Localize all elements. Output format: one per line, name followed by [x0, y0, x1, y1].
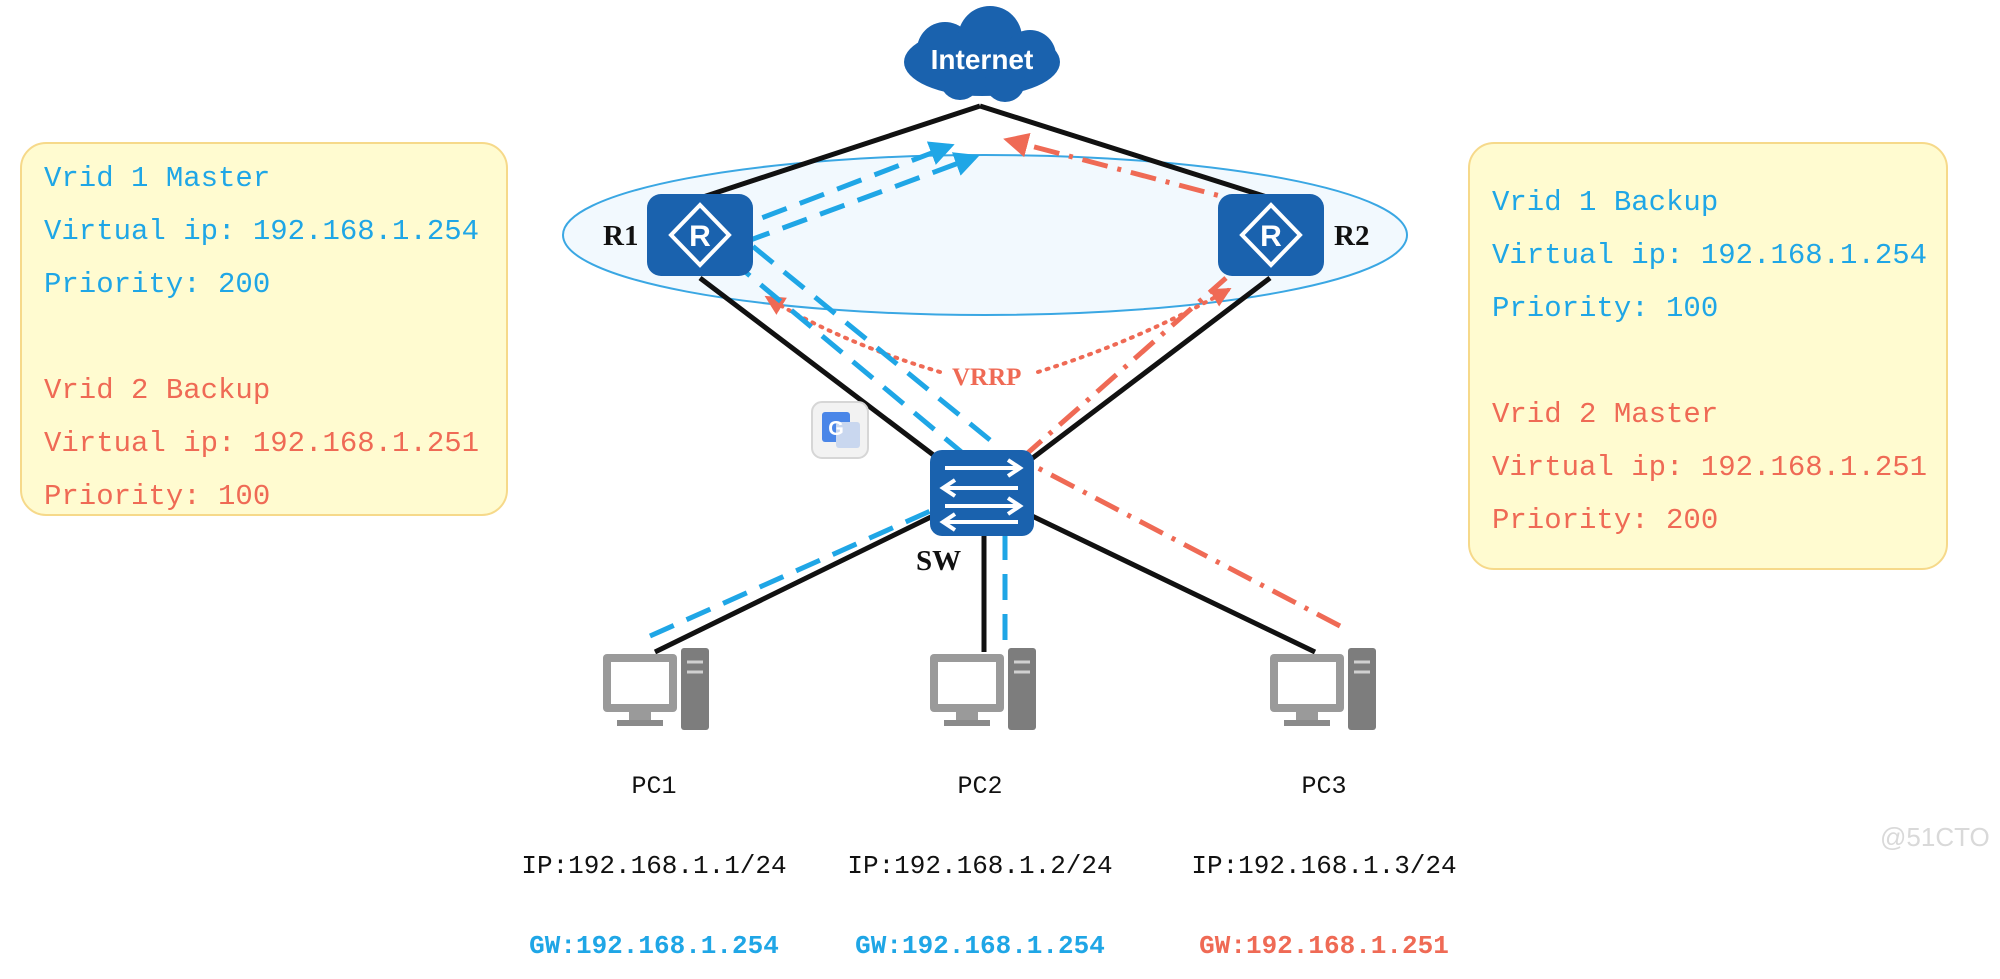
- pc2-icon: [930, 648, 1036, 730]
- link-r1-internet: [699, 103, 981, 201]
- pc1-info: PC1 IP:192.168.1.1/24 GW:192.168.1.254: [484, 736, 824, 979]
- spacer: [44, 311, 506, 364]
- link-r1-sw: [698, 276, 942, 462]
- pc3-gateway: GW:192.168.1.251: [1199, 931, 1449, 961]
- pc3-icon: [1270, 648, 1376, 730]
- r2-vrid2-role: Vrid 2 Master: [1492, 398, 1719, 431]
- vrrp-advertisement: [764, 288, 1232, 374]
- r1-vrid2-virtual-ip: Virtual ip: 192.168.1.251: [44, 427, 480, 460]
- watermark: @51CTO: [1880, 822, 1990, 852]
- link-sw-pc1: [653, 512, 937, 655]
- pc2-gateway: GW:192.168.1.254: [855, 931, 1105, 961]
- r2-vrid1-virtual-ip: Virtual ip: 192.168.1.254: [1492, 239, 1928, 272]
- pc2-name: PC2: [957, 772, 1003, 801]
- r1-vrid2-priority: Priority: 100: [44, 480, 271, 513]
- router-r2-label: R2: [1334, 220, 1370, 252]
- link-r2-internet: [979, 103, 1271, 201]
- r1-vrid2-role: Vrid 2 Backup: [44, 374, 271, 407]
- translate-widget-icon[interactable]: G: [811, 401, 869, 459]
- vrid2-path-pc3-sw: [1036, 465, 1342, 629]
- vrrp-group-ellipse: [562, 154, 1408, 316]
- svg-text:R: R: [689, 220, 711, 253]
- router-r1-label: R1: [603, 220, 639, 252]
- switch-label: SW: [916, 545, 962, 577]
- pc1-ip: IP:192.168.1.1/24: [521, 851, 787, 881]
- r2-vrid1-priority: Priority: 100: [1492, 292, 1719, 325]
- vrrp-label: VRRP: [952, 364, 1022, 391]
- vrrp-path-left: [764, 295, 942, 374]
- switch-icon: [930, 450, 1034, 536]
- r2-vrid2-priority: Priority: 200: [1492, 504, 1719, 537]
- vrrp-path-right: [1036, 288, 1232, 374]
- vrid1-path-r1-internet-b: [744, 152, 980, 245]
- pc3-ip: IP:192.168.1.3/24: [1191, 851, 1457, 881]
- vrid1-path-sw-r1-a: [723, 253, 967, 457]
- r1-vrid1-role: Vrid 1 Master: [44, 162, 271, 195]
- r2-vrid2-virtual-ip: Virtual ip: 192.168.1.251: [1492, 451, 1928, 484]
- vrid1-path-pc1-sw: [648, 497, 957, 639]
- vrid1-path-r1-internet-a: [724, 141, 955, 235]
- svg-text:R: R: [1260, 220, 1282, 253]
- r2-vrid1-role: Vrid 1 Backup: [1492, 186, 1719, 219]
- vrid1-traffic: [648, 141, 1008, 640]
- r2-vrrp-info-box: Vrid 1 Backup Virtual ip: 192.168.1.254 …: [1468, 142, 1948, 570]
- vrid2-path-sw-r2: [1020, 276, 1228, 460]
- pc3-info: PC3 IP:192.168.1.3/24 GW:192.168.1.251: [1154, 736, 1494, 979]
- pc2-info: PC2 IP:192.168.1.2/24 GW:192.168.1.254: [810, 736, 1150, 979]
- pc1-icon: [603, 648, 709, 730]
- pc1-gateway: GW:192.168.1.254: [529, 931, 779, 961]
- pc1-name: PC1: [631, 772, 677, 801]
- vrid1-path-sw-r1-b: [743, 238, 992, 442]
- router-r1-icon: R: [647, 194, 753, 276]
- pc3-name: PC3: [1301, 772, 1347, 801]
- link-r2-sw: [1028, 276, 1272, 462]
- internet-cloud-icon: [904, 6, 1060, 102]
- r1-vrid1-virtual-ip: Virtual ip: 192.168.1.254: [44, 215, 480, 248]
- router-r2-icon: R: [1218, 194, 1324, 276]
- svg-text:G: G: [828, 418, 844, 440]
- r1-vrid1-priority: Priority: 200: [44, 268, 271, 301]
- spacer: [1492, 335, 1946, 388]
- pc2-ip: IP:192.168.1.2/24: [847, 851, 1113, 881]
- r1-vrrp-info-box: Vrid 1 Master Virtual ip: 192.168.1.254 …: [20, 142, 508, 516]
- network-diagram: R R: [562, 6, 1408, 730]
- internet-label: Internet: [930, 44, 1034, 75]
- physical-links: [653, 103, 1317, 655]
- link-sw-pc3: [1028, 512, 1317, 655]
